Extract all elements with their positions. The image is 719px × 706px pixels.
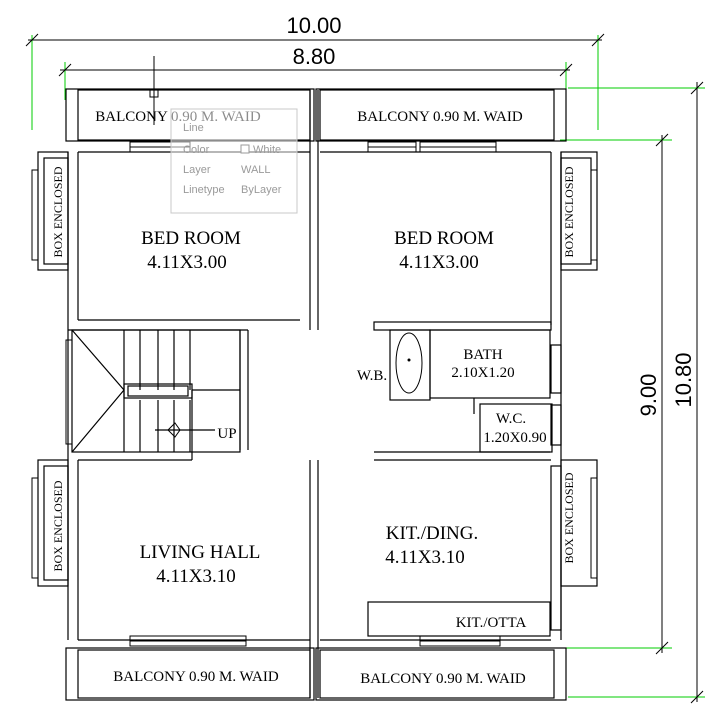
inner-width-label: 8.80 <box>293 44 336 69</box>
wc-name: W.C. <box>496 411 526 427</box>
living-hall-size: 4.11X3.10 <box>156 566 236 587</box>
stair-up-label: UP <box>217 426 236 442</box>
color-swatch-icon <box>240 144 250 154</box>
tooltip-layer-key: Layer <box>183 164 211 176</box>
bedroom-left-name: BED ROOM <box>141 228 241 249</box>
kitchen-otta-label: KIT./OTTA <box>456 615 527 631</box>
balcony-top-right-label: BALCONY 0.90 M. WAID <box>357 109 523 125</box>
property-tooltip: Line Color White Layer WALL Linetype ByL… <box>170 108 298 214</box>
tooltip-linetype-value: ByLayer <box>241 184 282 196</box>
living-hall-name: LIVING HALL <box>140 542 261 563</box>
inner-height-label: 9.00 <box>636 374 661 417</box>
box-enclosed-bottom-left: BOX ENCLOSED <box>51 480 65 571</box>
bath-name: BATH <box>463 347 502 363</box>
box-enclosed-top-left: BOX ENCLOSED <box>51 166 65 257</box>
bath-size: 2.10X1.20 <box>451 365 514 381</box>
overall-width-label: 10.00 <box>286 13 341 38</box>
bedroom-left-size: 4.11X3.00 <box>147 252 227 273</box>
tooltip-color-key: Color <box>183 144 210 156</box>
tooltip-layer-value: WALL <box>241 164 271 176</box>
box-enclosed-top-right: BOX ENCLOSED <box>562 166 576 257</box>
tooltip-linetype-key: Linetype <box>183 184 225 196</box>
wash-basin-label: W.B. <box>357 368 387 384</box>
crosshair-cursor <box>149 56 159 125</box>
overall-height-label: 10.80 <box>671 352 696 407</box>
balcony-bottom-right-label: BALCONY 0.90 M. WAID <box>360 671 526 687</box>
windows <box>31 141 598 647</box>
stair-arrow-icon <box>167 422 181 438</box>
tooltip-title: Line <box>183 122 204 134</box>
dimension-lines <box>25 33 704 704</box>
tooltip-color-value: White <box>253 144 281 156</box>
bedroom-right-name: BED ROOM <box>394 228 494 249</box>
wc-size: 1.20X0.90 <box>483 430 546 446</box>
extension-lines <box>31 35 705 698</box>
kitchen-size: 4.11X3.10 <box>385 547 465 568</box>
bedroom-right-size: 4.11X3.00 <box>399 252 479 273</box>
walls <box>37 88 598 701</box>
kitchen-name: KIT./DING. <box>386 523 479 544</box>
balcony-bottom-left-label: BALCONY 0.90 M. WAID <box>113 669 279 685</box>
wash-basin-icon <box>395 332 423 394</box>
box-enclosed-bottom-right: BOX ENCLOSED <box>562 472 576 563</box>
